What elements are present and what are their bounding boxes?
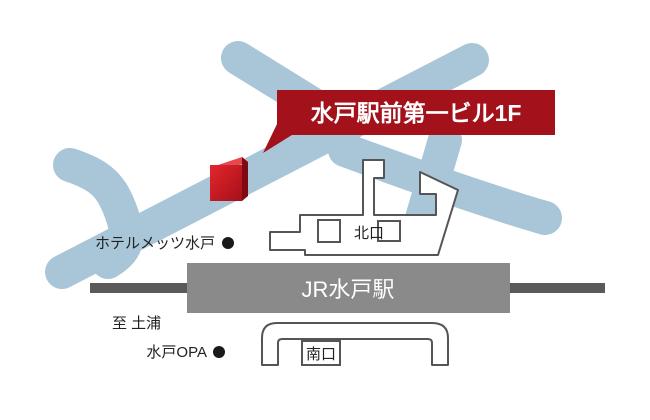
location-callout: 水戸駅前第一ビル1F [263,90,555,153]
station-bar [187,263,510,313]
north-exit-label: 北口 [354,225,384,242]
south-exit-label: 南口 [306,346,336,363]
opa-label: 水戸OPA [146,344,207,361]
opa-direction-label: 至 土浦 [112,315,161,332]
opa-dot-icon [213,346,225,358]
south-exit-box [301,340,341,366]
building-window [317,219,341,243]
hotel-label: ホテルメッツ水戸 [95,235,215,252]
callout-label: 水戸駅前第一ビル1F [311,100,522,126]
building-marker-icon [210,157,248,201]
road-left-curve [53,148,144,279]
north-exit-box [377,220,401,242]
hotel-dot-icon [222,237,234,249]
south-exit-structure [261,322,449,366]
station-name: JR水戸駅 [302,277,395,302]
